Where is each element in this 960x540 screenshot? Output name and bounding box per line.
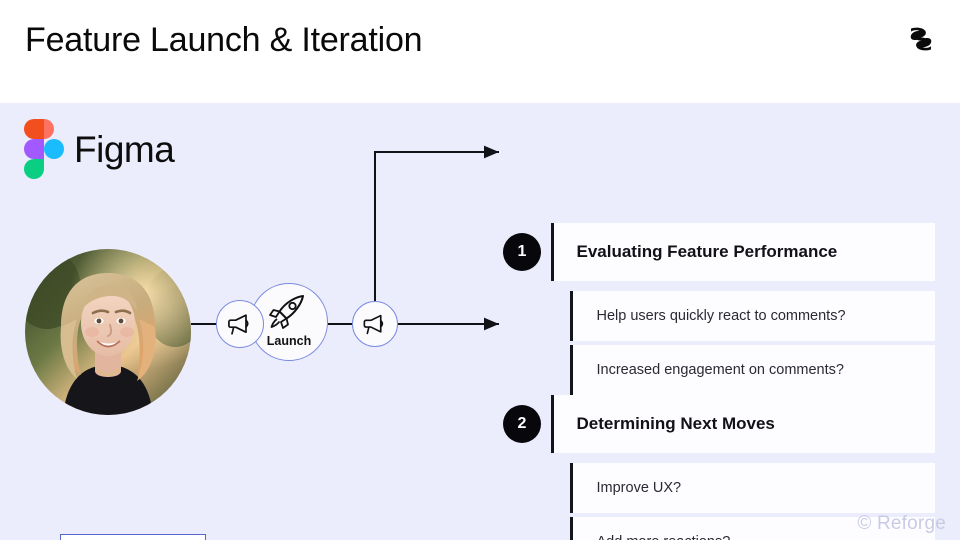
card-accent-bar [551,395,554,453]
step-subitem-card[interactable]: Increased engagement on comments? [570,345,935,395]
figma-logo-icon [24,119,64,179]
slide-canvas: Figma [0,103,960,540]
card-accent-bar [551,223,554,281]
step-title: Determining Next Moves [576,414,775,433]
step-subitem-text: Add more reactions? [573,534,936,540]
figma-wordmark: Figma [74,129,175,170]
step-bullet-1: 1 [503,233,541,271]
megaphone-icon [363,314,384,335]
rocket-icon [269,295,304,329]
flow-node-announce-2[interactable] [352,301,398,347]
step-bullet-2: 2 [503,405,541,443]
slide-header: Feature Launch & Iteration [0,0,960,103]
card-accent-bar [570,291,573,341]
step-card-2[interactable]: Determining Next Moves [551,395,935,453]
launch-label: Launch [266,334,312,348]
step-subitem-card[interactable]: Improve UX? [570,463,935,513]
avatar [25,249,191,415]
step-card-1[interactable]: Evaluating Feature Performance [551,223,935,281]
card-accent-bar [570,517,573,540]
card-accent-bar [570,463,573,513]
step-subitem-text: Increased engagement on comments? [596,362,844,378]
persona-role-badge: PM [60,534,206,540]
persona-block: PM [25,249,206,540]
figma-brand: Figma [24,119,204,193]
page-title: Feature Launch & Iteration [25,21,423,59]
reforge-watermark: © Reforge [857,513,946,534]
step-subitem-card[interactable]: Add more reactions? [570,517,935,540]
step-title: Evaluating Feature Performance [576,242,838,261]
flow-node-announce-1[interactable] [216,300,264,348]
card-accent-bar [570,345,573,395]
megaphone-icon [228,314,249,335]
step-subitem-text: Improve UX? [596,480,682,496]
step-subitem-card[interactable]: Help users quickly react to comments? [570,291,935,341]
step-subitem-text: Help users quickly react to comments? [596,308,846,324]
reforge-logo-icon [910,27,932,51]
